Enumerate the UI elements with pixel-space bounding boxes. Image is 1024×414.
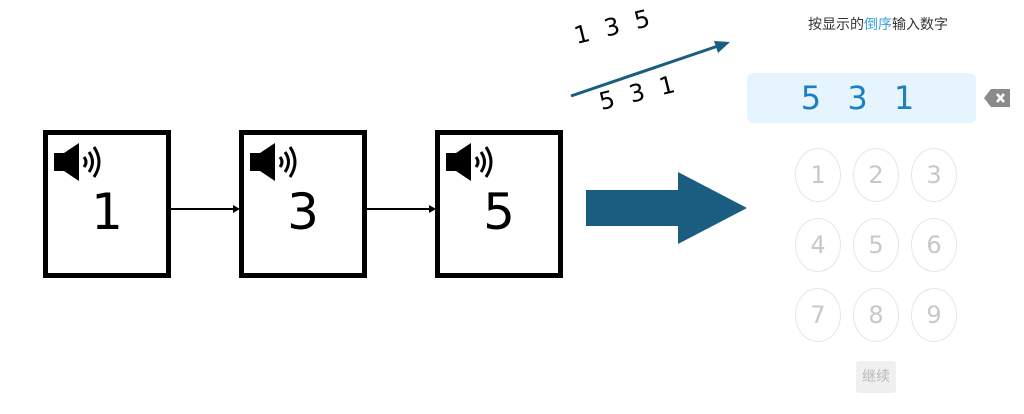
speaker-icon bbox=[446, 143, 493, 181]
connector-arrow-1 bbox=[171, 205, 240, 213]
sequence-box-1: 1 bbox=[43, 130, 171, 278]
backspace-icon[interactable] bbox=[984, 88, 1010, 108]
title-highlight: 倒序 bbox=[864, 17, 892, 33]
keypad-key-7[interactable]: 7 bbox=[795, 288, 841, 342]
reversed-digit: 3 bbox=[626, 76, 652, 109]
keypad-key-9[interactable]: 9 bbox=[911, 288, 957, 342]
keypad-key-3[interactable]: 3 bbox=[911, 148, 957, 202]
speaker-icon bbox=[54, 143, 101, 181]
title-post: 输入数字 bbox=[892, 17, 948, 33]
sequence-number: 1 bbox=[91, 183, 123, 241]
forward-digit: 5 bbox=[631, 3, 657, 36]
keypad-key-1[interactable]: 1 bbox=[795, 148, 841, 202]
keypad-key-5[interactable]: 5 bbox=[853, 218, 899, 272]
continue-button[interactable]: 继续 bbox=[856, 361, 896, 393]
sequence-number: 3 bbox=[287, 183, 319, 241]
keypad-key-4[interactable]: 4 bbox=[795, 218, 841, 272]
forward-digit: 3 bbox=[601, 10, 627, 43]
connector-arrow-2 bbox=[367, 205, 436, 213]
keypad-key-6[interactable]: 6 bbox=[911, 218, 957, 272]
sequence-number: 5 bbox=[483, 183, 515, 241]
instruction-title: 按显示的倒序输入数字 bbox=[790, 14, 966, 34]
answer-display: 5 3 1 bbox=[747, 73, 976, 123]
big-right-arrow-icon bbox=[586, 172, 747, 244]
keypad-key-8[interactable]: 8 bbox=[853, 288, 899, 342]
reversed-digit: 5 bbox=[596, 84, 622, 116]
sequence-box-3: 5 bbox=[435, 130, 563, 278]
sequence-box-2: 3 bbox=[239, 130, 367, 278]
speaker-icon bbox=[250, 143, 297, 181]
reverse-diagonal-arrow-icon bbox=[570, 41, 730, 98]
title-pre: 按显示的 bbox=[808, 17, 864, 33]
keypad-key-2[interactable]: 2 bbox=[853, 148, 899, 202]
